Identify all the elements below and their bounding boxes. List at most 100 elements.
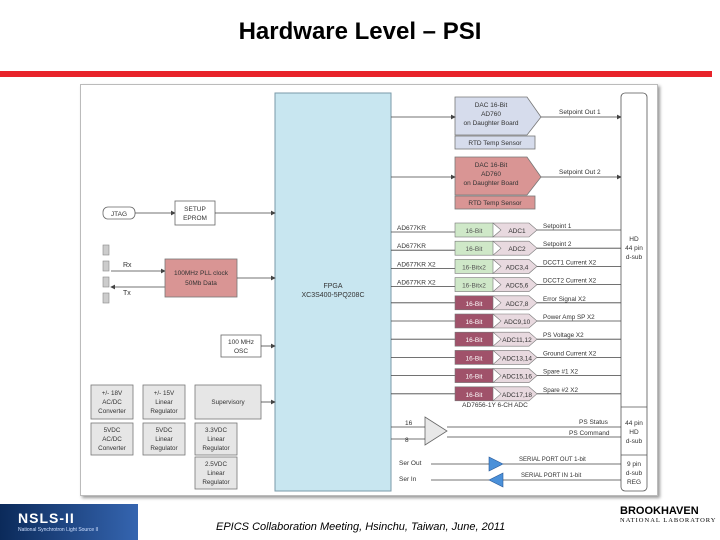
- dac1-rtd: RTD Temp Sensor: [468, 140, 522, 147]
- pll-line1: 100MHz PLL clock: [174, 270, 229, 277]
- setup-line2: EPROM: [183, 215, 207, 222]
- adc-chip-label: AD677KR X2: [397, 261, 436, 268]
- adc-signal-label: Ground Current X2: [543, 350, 597, 357]
- brookhaven-line1: BROOKHAVEN: [620, 505, 699, 517]
- power-block-label: AC/DC: [102, 436, 122, 443]
- adc-channel-box: [492, 313, 538, 329]
- adc-channel-label: ADC15,16: [502, 374, 532, 381]
- adc-bit-box: [454, 368, 494, 383]
- adc-channel-label: ADC11,12: [502, 337, 532, 344]
- adc-bit-label: 16-Bit: [466, 355, 483, 362]
- ser-in-label: Ser In: [399, 476, 417, 483]
- title-underline-bar: [0, 71, 712, 77]
- adc-bit-label: 16-Bit: [466, 228, 483, 235]
- adc-bit-box: [454, 313, 494, 329]
- dac2-line2: AD760: [481, 171, 501, 178]
- adc-signal-label: Power Amp SP X2: [543, 314, 595, 321]
- adc-bit-label: 16-Bit: [466, 246, 483, 253]
- dac2-rtd: RTD Temp Sensor: [468, 200, 522, 207]
- adc-bit-label: 16-Bit: [466, 301, 483, 308]
- tx-label: Tx: [123, 290, 131, 297]
- power-block-label: Supervisory: [211, 399, 245, 406]
- adc-bit-box: [454, 331, 494, 347]
- power-block-label: 2.5VDC: [205, 461, 228, 468]
- adc-bit-box: [454, 295, 494, 311]
- nsls-logo-subtext: National Synchrotron Light Source II: [18, 527, 99, 533]
- ser-out-label: Ser Out: [399, 460, 422, 467]
- power-block-label: Regulator: [150, 408, 177, 415]
- setpoint-out-2: Setpoint Out 2: [559, 169, 601, 176]
- adc-bit-label: 16-Bit: [466, 374, 483, 381]
- serial-in-driver-icon: [488, 472, 504, 488]
- adc-signal-label: PS Voltage X2: [543, 332, 584, 339]
- dac1-block: DAC 16-Bit AD760 on Daughter Board RTD T…: [454, 96, 542, 150]
- power-block-label: Linear: [207, 470, 225, 477]
- power-block-label: 3.3VDC: [205, 427, 228, 434]
- ps-status-label: PS Status: [579, 419, 609, 426]
- adc-channel-box: [492, 386, 538, 402]
- power-block-label: 5VDC: [104, 427, 121, 434]
- adc-channel-label: ADC9,10: [504, 319, 531, 326]
- adc-channel-box: [492, 277, 538, 292]
- serial-out-label: SERIAL PORT OUT 1-bit: [519, 457, 586, 463]
- bits-16: 16: [405, 420, 413, 427]
- power-block-label: Linear: [207, 436, 225, 443]
- adc-channel-label: ADC1: [508, 228, 526, 235]
- adc-channel-label: ADC3,4: [506, 264, 529, 271]
- adc-row: 16-Bit ADC11,12 PS Voltage X2: [391, 331, 621, 347]
- power-block-label: Regulator: [150, 445, 177, 452]
- power-block: 5VDC AC/DC Converter: [90, 422, 134, 456]
- pll-line2: 50Mb Data: [185, 280, 217, 287]
- 44hd-line3: d-sub: [626, 438, 643, 445]
- adc-signal-label: DCCT2 Current X2: [543, 278, 597, 285]
- ps-command-label: PS Command: [569, 430, 610, 437]
- adc-bit-box: [454, 386, 494, 402]
- adc-channel-label: ADC5,6: [506, 283, 529, 290]
- brookhaven-line2: NATIONAL LABORATORY: [620, 517, 717, 524]
- fpga-label: FPGA: [323, 283, 342, 290]
- hd44-line3: d-sub: [626, 254, 643, 261]
- nsls-logo: NSLS-II National Synchrotron Light Sourc…: [0, 504, 138, 540]
- bits-8: 8: [405, 437, 409, 444]
- adc-bit-box: [454, 277, 494, 292]
- adc-chip-label: AD677KR: [397, 225, 426, 232]
- brookhaven-logo: BROOKHAVEN NATIONAL LABORATORY: [620, 505, 716, 524]
- 44hd-line1: 44 pin: [625, 420, 643, 427]
- power-block: Supervisory: [194, 384, 262, 420]
- dac1-line3: on Daughter Board: [464, 120, 519, 127]
- block-diagram: FPGA XC3S400-5PQ208C DAC 16-Bit AD760 on…: [80, 84, 658, 496]
- adc-bit-label: 16-Bit: [466, 392, 483, 399]
- adc-channel-box: [492, 240, 538, 256]
- adc-channel-box: [492, 368, 538, 383]
- dac1-line2: AD760: [481, 111, 501, 118]
- setup-line1: SETUP: [184, 206, 206, 213]
- power-block-label: Converter: [98, 445, 126, 452]
- 9pin-line2: d-sub: [626, 470, 643, 477]
- 9pin-line3: REG: [627, 479, 641, 486]
- adc-bit-box: [454, 222, 494, 238]
- serial-out-driver-icon: [488, 456, 504, 472]
- hd44-line2: 44 pin: [625, 245, 643, 252]
- adc-bit-box: [454, 350, 494, 365]
- adc-channel-label: ADC17,18: [502, 392, 532, 399]
- power-block-label: AC/DC: [102, 399, 122, 406]
- setup-eprom-box: [174, 200, 216, 226]
- adc-chip-label: AD677KR: [397, 243, 426, 250]
- adc-channel-box: [492, 295, 538, 311]
- adc-signal-label: Spare #1 X2: [543, 369, 579, 376]
- adc-channel-box: [492, 350, 538, 365]
- adc-bit-label: 16-Bit: [466, 337, 483, 344]
